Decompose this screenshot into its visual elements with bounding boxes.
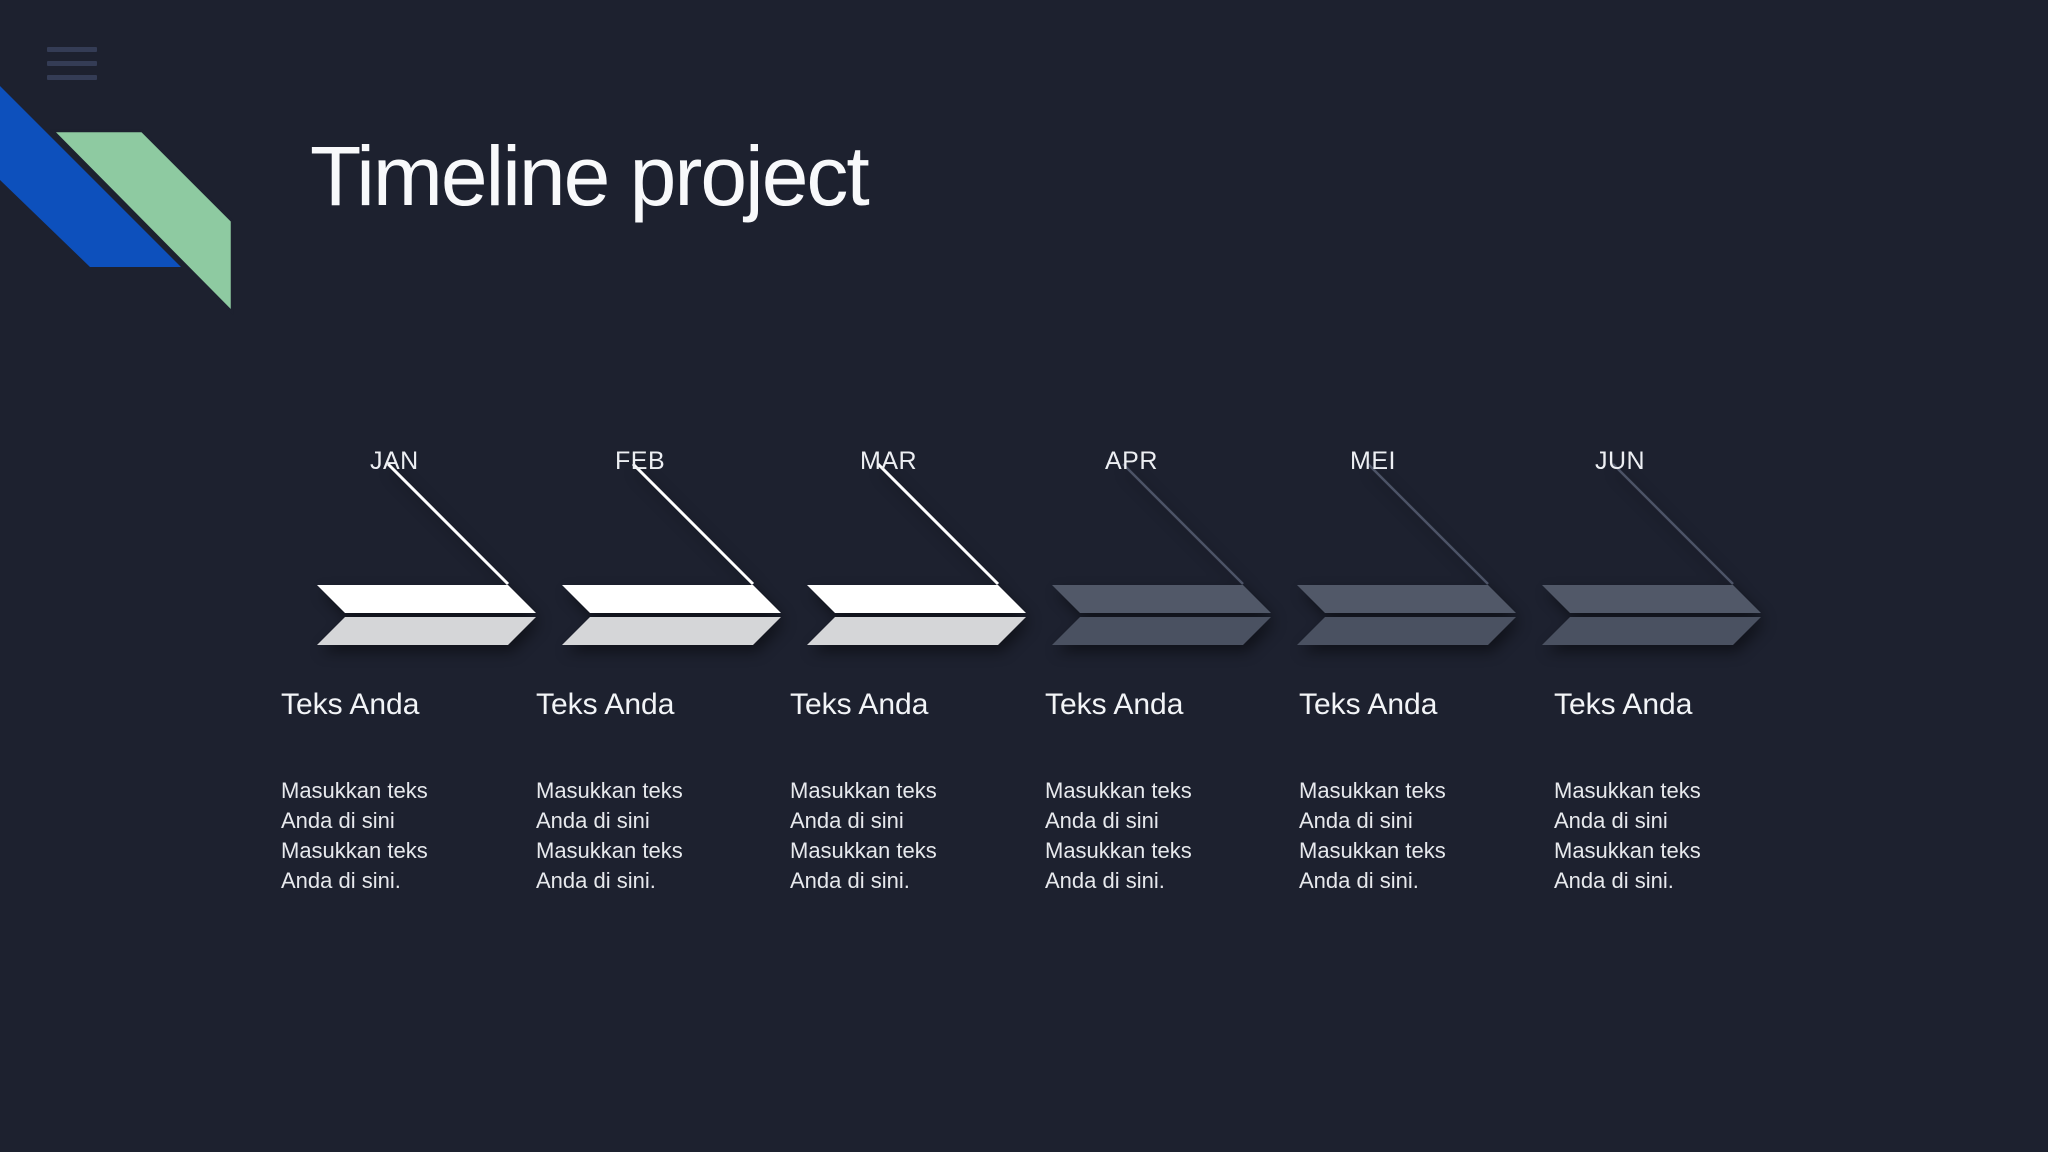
chevron-bottom-half — [807, 617, 1026, 645]
hamburger-menu-icon[interactable] — [47, 47, 97, 83]
entry-body-line: Anda di sini. — [281, 868, 401, 893]
entry-body-line: Masukkan teks — [1045, 778, 1192, 803]
ribbon-green-stripe — [50, 129, 234, 316]
month-label-jan: JAN — [370, 447, 419, 475]
chevron-top-half — [1542, 585, 1761, 613]
entry-heading: Teks Anda — [790, 688, 929, 721]
entry-body-line: Masukkan teks — [1299, 838, 1446, 863]
chevron-bottom-half — [1542, 617, 1761, 645]
entry-body-line: Masukkan teks — [790, 838, 937, 863]
entry-body-line: Masukkan teks — [281, 778, 428, 803]
chevron-top-half — [562, 585, 781, 613]
entry-body-line: Anda di sini — [1299, 808, 1413, 833]
page-title: Timeline project — [310, 129, 870, 223]
entry-body-line: Anda di sini. — [536, 868, 656, 893]
month-label-apr: APR — [1105, 447, 1158, 475]
entry-body-line: Anda di sini — [281, 808, 395, 833]
entry-body-line: Masukkan teks — [790, 778, 937, 803]
entry-body-line: Anda di sini. — [1045, 868, 1165, 893]
entry-heading: Teks Anda — [281, 688, 420, 721]
hamburger-bar — [47, 75, 97, 80]
entry-heading: Teks Anda — [536, 688, 675, 721]
entry-body-line: Anda di sini. — [1554, 868, 1674, 893]
entry-body-line: Anda di sini. — [1299, 868, 1419, 893]
entry-body-line: Anda di sini — [1045, 808, 1159, 833]
chevron-bottom-half — [1052, 617, 1271, 645]
entry-body-line: Masukkan teks — [536, 838, 683, 863]
month-pointer-line — [631, 462, 755, 586]
corner-ribbon-decoration — [0, 86, 234, 316]
entry-body-line: Anda di sini — [790, 808, 904, 833]
chevron-bottom-half — [1297, 617, 1516, 645]
entry-body-line: Anda di sini — [536, 808, 650, 833]
chevron-top-half — [807, 585, 1026, 613]
chevron-top-half — [1052, 585, 1271, 613]
month-label-mei: MEI — [1350, 447, 1396, 475]
entry-body-line: Masukkan teks — [1299, 778, 1446, 803]
ribbon-blue-stripe — [0, 86, 181, 267]
entry-body-line: Anda di sini — [1554, 808, 1668, 833]
month-label-jun: JUN — [1595, 447, 1646, 475]
entry-heading: Teks Anda — [1045, 688, 1184, 721]
entry-body-line: Masukkan teks — [536, 778, 683, 803]
month-pointer-line — [1612, 463, 1734, 585]
entry-body-line: Masukkan teks — [1045, 838, 1192, 863]
month-pointer-line — [386, 462, 510, 586]
month-pointer-line — [1367, 463, 1489, 585]
entry-body-line: Anda di sini. — [790, 868, 910, 893]
chevron-bottom-half — [562, 617, 781, 645]
month-pointer-line — [1122, 463, 1244, 585]
entry-heading: Teks Anda — [1299, 688, 1438, 721]
entry-heading: Teks Anda — [1554, 688, 1693, 721]
chevron-bottom-half — [317, 617, 536, 645]
entry-body-line: Masukkan teks — [1554, 838, 1701, 863]
chevron-top-half — [1297, 585, 1516, 613]
month-label-feb: FEB — [615, 447, 666, 475]
month-pointer-line — [876, 462, 1000, 586]
entry-body-line: Masukkan teks — [281, 838, 428, 863]
hamburger-bar — [47, 61, 97, 66]
entry-body-line: Masukkan teks — [1554, 778, 1701, 803]
hamburger-bar — [47, 47, 97, 52]
chevron-top-half — [317, 585, 536, 613]
month-label-mar: MAR — [860, 447, 918, 475]
